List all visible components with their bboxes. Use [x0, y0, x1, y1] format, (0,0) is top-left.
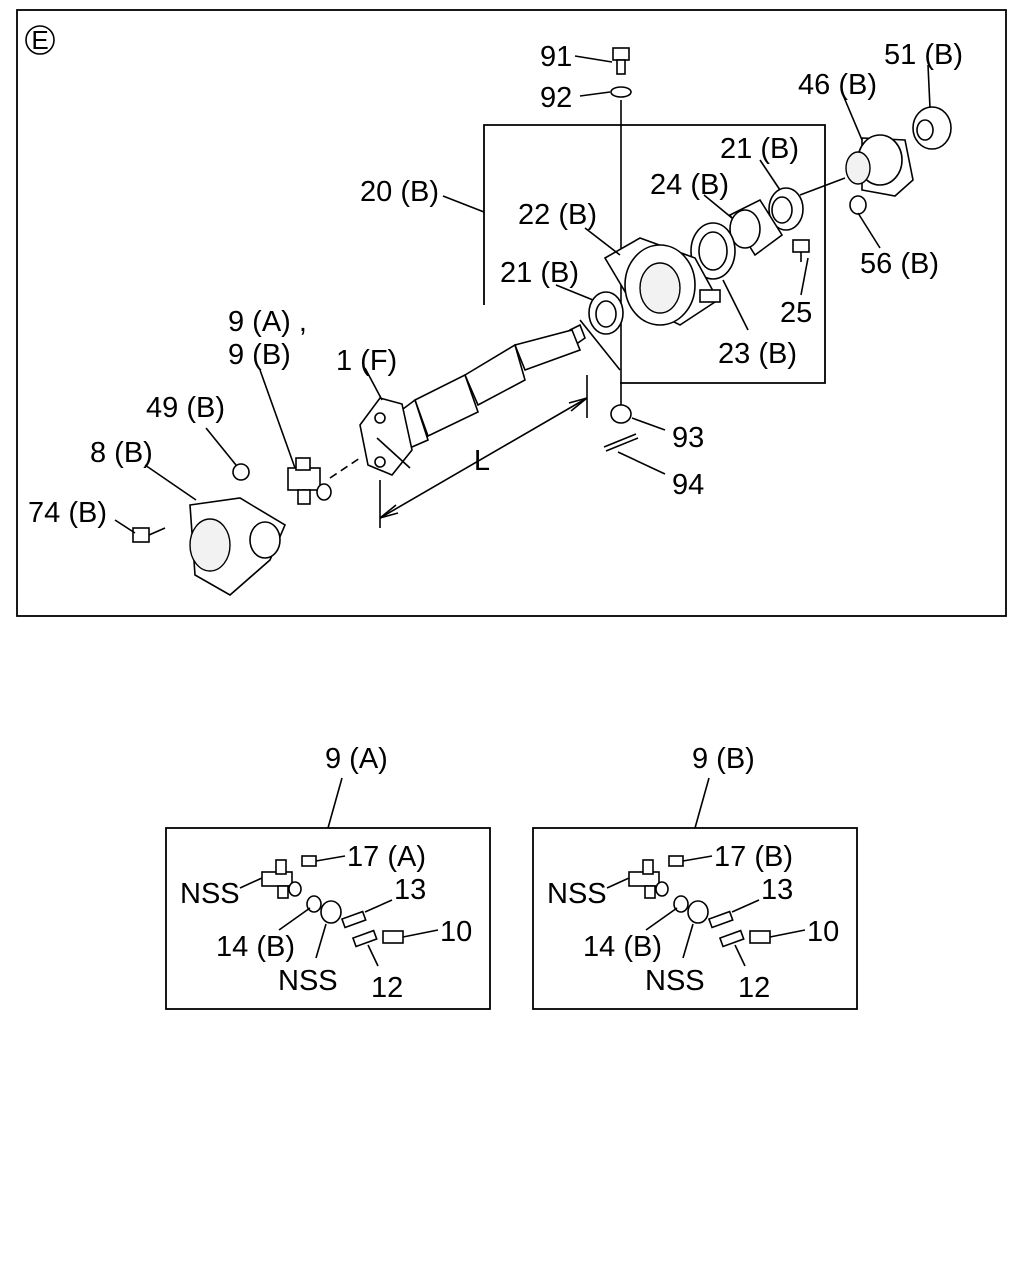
callout-8: 8 (B) — [90, 437, 153, 469]
detail-9b-nss2: NSS — [645, 965, 705, 997]
detail-9a-nss2: NSS — [278, 965, 338, 997]
callout-92: 92 — [540, 82, 572, 114]
callout-23: 23 (B) — [718, 338, 797, 370]
detail-9b-13: 13 — [761, 874, 793, 906]
washer-92 — [610, 86, 632, 98]
detail-9a-nss1: NSS — [180, 878, 240, 910]
detail-9b-10: 10 — [807, 916, 839, 948]
callout-74: 74 (B) — [28, 497, 107, 529]
detail-9a: 9 (A) 17 (A) NSS 13 14 (B) 10 NSS 12 — [165, 743, 491, 1010]
detail-9a-title: 9 (A) — [325, 743, 388, 775]
flange-centerline — [799, 177, 846, 196]
dimension-L: L — [379, 375, 588, 528]
callout-9a-main: 9 (A) , — [228, 306, 307, 338]
detail-9b-title: 9 (B) — [692, 743, 755, 775]
main-view-frame — [16, 9, 1007, 617]
svg-text:E: E — [31, 25, 48, 55]
shaft-centerline — [329, 457, 361, 479]
yoke-1F — [359, 397, 413, 476]
detail-9a-14: 14 (B) — [216, 931, 295, 963]
seal-21-mid — [588, 291, 624, 335]
callout-1f: 1 (F) — [336, 345, 397, 377]
dimension-L-label: L — [474, 445, 490, 477]
detail-9b-14: 14 (B) — [583, 931, 662, 963]
cotter-pin-94 — [603, 433, 639, 452]
callout-22: 22 (B) — [518, 199, 597, 231]
detail-9b-frame — [532, 827, 858, 1010]
view-marker: E — [25, 25, 55, 55]
callout-20: 20 (B) — [360, 176, 439, 208]
nut-51 — [912, 106, 952, 150]
main-callouts: 91 92 51 (B) 46 (B) 21 (B) 20 (B) 24 (B)… — [28, 39, 963, 529]
flange-yoke-8 — [189, 497, 287, 596]
callout-49: 49 (B) — [146, 392, 225, 424]
detail-9a-13: 13 — [394, 874, 426, 906]
nut-49 — [232, 463, 250, 481]
callout-46: 46 (B) — [798, 69, 877, 101]
callout-21-mid: 21 (B) — [500, 257, 579, 289]
detail-9a-frame — [165, 827, 491, 1010]
bolt-74 — [132, 527, 166, 543]
callout-93: 93 — [672, 422, 704, 454]
center-bearing-group-frame — [483, 124, 826, 384]
bolt-91 — [612, 47, 630, 75]
grease-nipple-25 — [792, 239, 810, 262]
callout-21-top: 21 (B) — [720, 133, 799, 165]
callout-91: 91 — [540, 41, 572, 73]
nut-56 — [849, 195, 867, 215]
callout-25: 25 — [780, 297, 812, 329]
seal-21-top — [768, 187, 804, 231]
detail-9b: 9 (B) 17 (B) NSS 13 14 (B) 10 NSS 12 — [532, 743, 858, 1010]
detail-9b-12: 12 — [738, 972, 770, 1004]
callout-9b-main: 9 (B) — [228, 339, 291, 371]
bearing-23 — [690, 222, 736, 280]
universal-joint-9 — [287, 457, 332, 505]
nut-93 — [610, 404, 632, 424]
detail-9a-12: 12 — [371, 972, 403, 1004]
flange-46 — [845, 134, 914, 197]
detail-9a-17: 17 (A) — [347, 841, 426, 873]
bearing-bracket-22 — [603, 237, 721, 326]
callout-94: 94 — [672, 469, 704, 501]
detail-9a-10: 10 — [440, 916, 472, 948]
callout-56: 56 (B) — [860, 248, 939, 280]
leader-lines — [114, 55, 931, 534]
shaft-tube-1 — [394, 323, 586, 452]
retainer-24 — [728, 198, 784, 257]
callout-51: 51 (B) — [884, 39, 963, 71]
detail-9b-17: 17 (B) — [714, 841, 793, 873]
detail-9b-nss1: NSS — [547, 878, 607, 910]
callout-24: 24 (B) — [650, 169, 729, 201]
